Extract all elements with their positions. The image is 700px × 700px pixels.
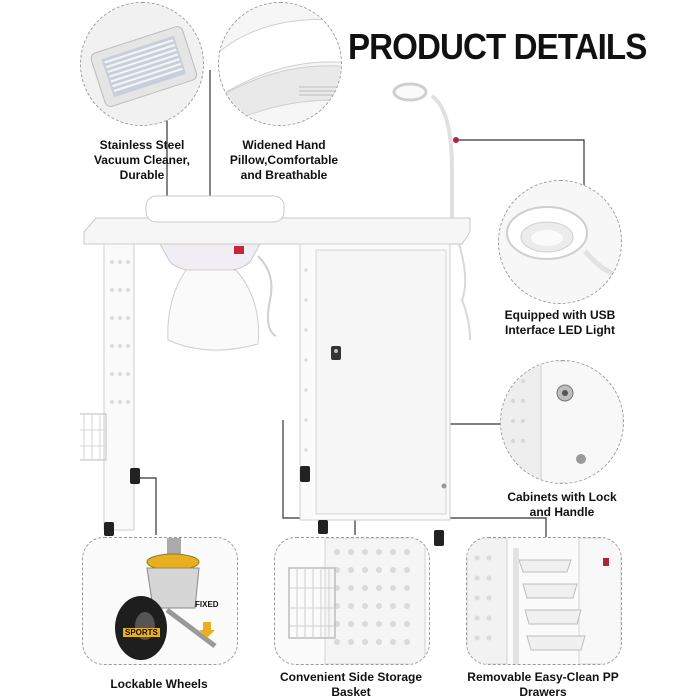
led-light-caption: Equipped with USB Interface LED Light [504, 308, 616, 337]
storage-basket-detail [274, 537, 430, 665]
drawers-caption: Removable Easy-Clean PP Drawers [467, 670, 619, 699]
hand-pillow-detail [218, 2, 342, 126]
pillow-caption: Widened Hand Pillow,Comfortable and Brea… [229, 138, 339, 182]
vacuum-caption: Stainless Steel Vacuum Cleaner, Durable [93, 138, 191, 182]
page-title: PRODUCT DETAILS [348, 26, 647, 67]
wheels-caption: Lockable Wheels [110, 677, 208, 691]
vacuum-vent-detail [80, 2, 204, 126]
lockable-wheel-detail: FIXED SPORTS [82, 537, 238, 665]
cabinet-caption: Cabinets with Lock and Handle [507, 490, 617, 519]
drawers-detail [466, 537, 622, 665]
wheel-fixed-label: FIXED [195, 600, 219, 609]
cabinet-lock-detail [500, 360, 624, 484]
led-light-detail [498, 180, 622, 304]
basket-caption: Convenient Side Storage Basket [279, 670, 423, 699]
nail-table-illustration [80, 82, 471, 546]
wheel-sports-label: SPORTS [123, 628, 160, 637]
